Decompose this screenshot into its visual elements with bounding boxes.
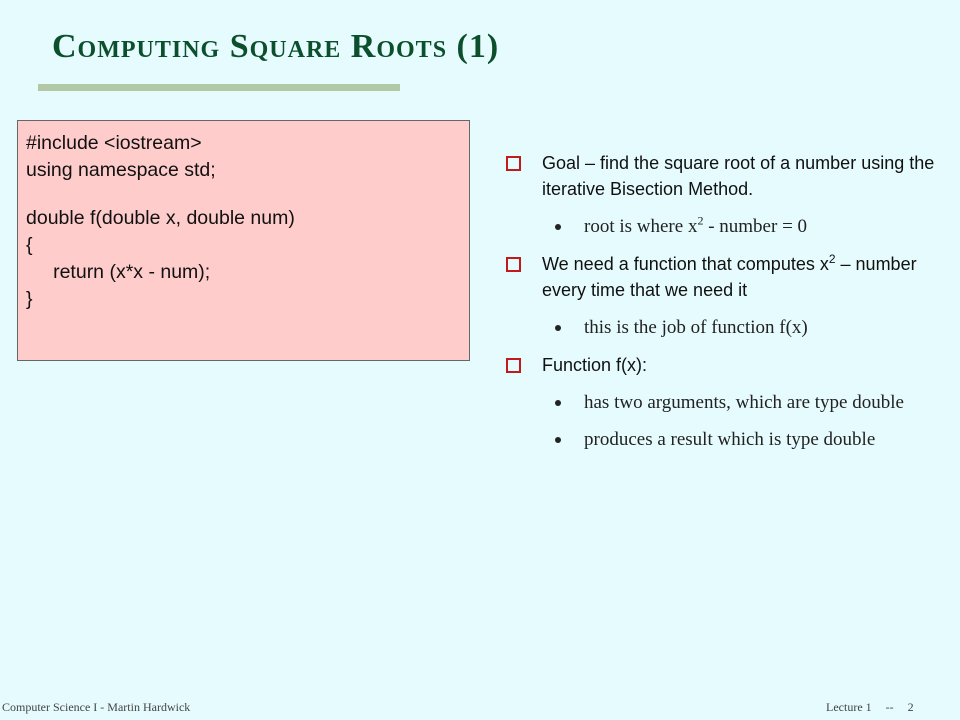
bullet-function-fx: Function f(x): bbox=[506, 352, 946, 378]
code-line: return (x*x - num); bbox=[26, 261, 211, 283]
code-line bbox=[26, 184, 469, 205]
dot-bullet-icon bbox=[555, 437, 561, 443]
bullet-need-function: We need a function that computes x2 – nu… bbox=[506, 251, 946, 303]
bullet-text-post: – number every time that we need it bbox=[542, 254, 917, 300]
bullet-list: Goal – find the square root of a number … bbox=[506, 150, 946, 464]
bullet-text-pre: We need a function that computes x bbox=[542, 254, 829, 274]
bullet-text-post: - number = 0 bbox=[703, 216, 808, 237]
square-bullet-icon bbox=[506, 156, 521, 171]
sub-bullet-root: root is where x2 - number = 0 bbox=[506, 214, 946, 239]
bullet-text: produces a result which is type double bbox=[584, 429, 876, 450]
sub-bullet-result: produces a result which is type double bbox=[506, 427, 946, 452]
square-bullet-icon bbox=[506, 257, 521, 272]
bullet-text-pre: root is where x bbox=[584, 216, 698, 237]
footer-page-info: Lecture 1 -- 2 bbox=[826, 700, 914, 715]
slide-title: Computing Square Roots (1) bbox=[52, 28, 500, 65]
footer-lecture: Lecture 1 bbox=[826, 700, 872, 714]
dot-bullet-icon bbox=[555, 325, 561, 331]
code-line: #include <iostream> bbox=[26, 132, 202, 154]
code-line: using namespace std; bbox=[26, 159, 216, 181]
bullet-text: Goal – find the square root of a number … bbox=[542, 153, 935, 199]
superscript: 2 bbox=[828, 252, 836, 266]
bullet-text: this is the job of function f(x) bbox=[584, 317, 808, 338]
square-bullet-icon bbox=[506, 358, 521, 373]
footer-page-number: 2 bbox=[907, 700, 914, 714]
bullet-goal: Goal – find the square root of a number … bbox=[506, 150, 946, 202]
sub-bullet-arguments: has two arguments, which are type double bbox=[506, 390, 946, 415]
footer-separator: -- bbox=[885, 700, 894, 714]
title-underline bbox=[38, 84, 400, 91]
code-line: double f(double x, double num) bbox=[26, 207, 295, 229]
bullet-text: Function f(x): bbox=[542, 355, 648, 375]
sub-bullet-job: this is the job of function f(x) bbox=[506, 315, 946, 340]
dot-bullet-icon bbox=[555, 400, 561, 406]
footer-author: Computer Science I - Martin Hardwick bbox=[2, 700, 191, 714]
code-block: #include <iostream> using namespace std;… bbox=[17, 120, 470, 361]
code-line: } bbox=[26, 288, 33, 310]
dot-bullet-icon bbox=[555, 224, 561, 230]
code-line: { bbox=[26, 234, 33, 256]
superscript: 2 bbox=[697, 213, 704, 228]
bullet-text: has two arguments, which are type double bbox=[584, 392, 904, 413]
